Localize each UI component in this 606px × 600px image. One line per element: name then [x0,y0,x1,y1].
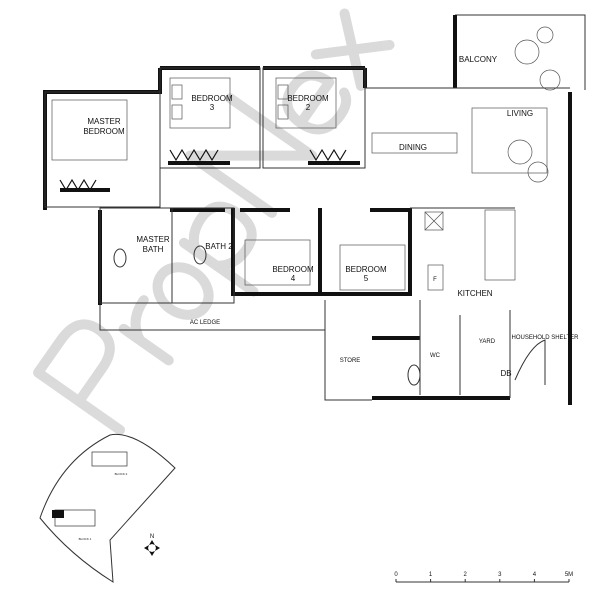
scale-tick-label: 0 [394,572,398,578]
label-shelter: HOUSEHOLD SHELTER [512,335,580,341]
label-bedroom4-b: 4 [291,274,296,283]
label-wc: WC [430,353,441,359]
scale-tick-label: 1 [429,572,433,578]
north-label: N [150,534,154,540]
label-ac-ledge: AC LEDGE [190,320,220,326]
label-dining: DINING [399,143,427,152]
label-living: LIVING [507,109,533,118]
scale-tick-label: 4 [533,572,537,578]
scale-tick-label: 5M [565,572,573,578]
label-fridge: F [433,277,437,283]
key-plan: BLOCK 2 BLOCK 1 N [39,433,176,583]
label-block1: BLOCK 1 [79,537,92,541]
label-master-bath-a: MASTER [136,235,170,244]
highlighted-unit [52,510,64,518]
label-block2: BLOCK 2 [115,472,128,476]
label-master-bath-b: BATH [143,245,164,254]
label-bath2: BATH 2 [205,242,233,251]
room-labels: BALCONY LIVING DINING BEDROOM 3 BEDROOM … [83,55,579,378]
label-store: STORE [340,358,361,364]
scale-tick-label: 2 [464,572,468,578]
label-bedroom5-b: 5 [364,274,369,283]
north-arrow-icon: N [144,534,160,556]
scale-tick-label: 3 [498,572,502,578]
interior-lines [44,67,570,401]
label-yard: YARD [479,339,496,345]
label-bedroom2-b: 2 [306,103,311,112]
label-db: DB [500,369,511,378]
label-bedroom4-a: BEDROOM [272,265,314,274]
label-master-bedroom-a: MASTER [87,117,121,126]
label-bedroom3-b: 3 [210,103,215,112]
watermark-logo [33,8,395,435]
label-master-bedroom-b: BEDROOM [83,127,125,136]
scale-bar: 0 1 2 3 4 5M [394,572,573,583]
label-balcony: BALCONY [459,55,498,64]
label-bedroom2-a: BEDROOM [287,94,329,103]
label-bedroom3-a: BEDROOM [191,94,233,103]
label-bedroom5-a: BEDROOM [345,265,387,274]
label-kitchen: KITCHEN [457,289,492,298]
furniture [51,26,561,386]
